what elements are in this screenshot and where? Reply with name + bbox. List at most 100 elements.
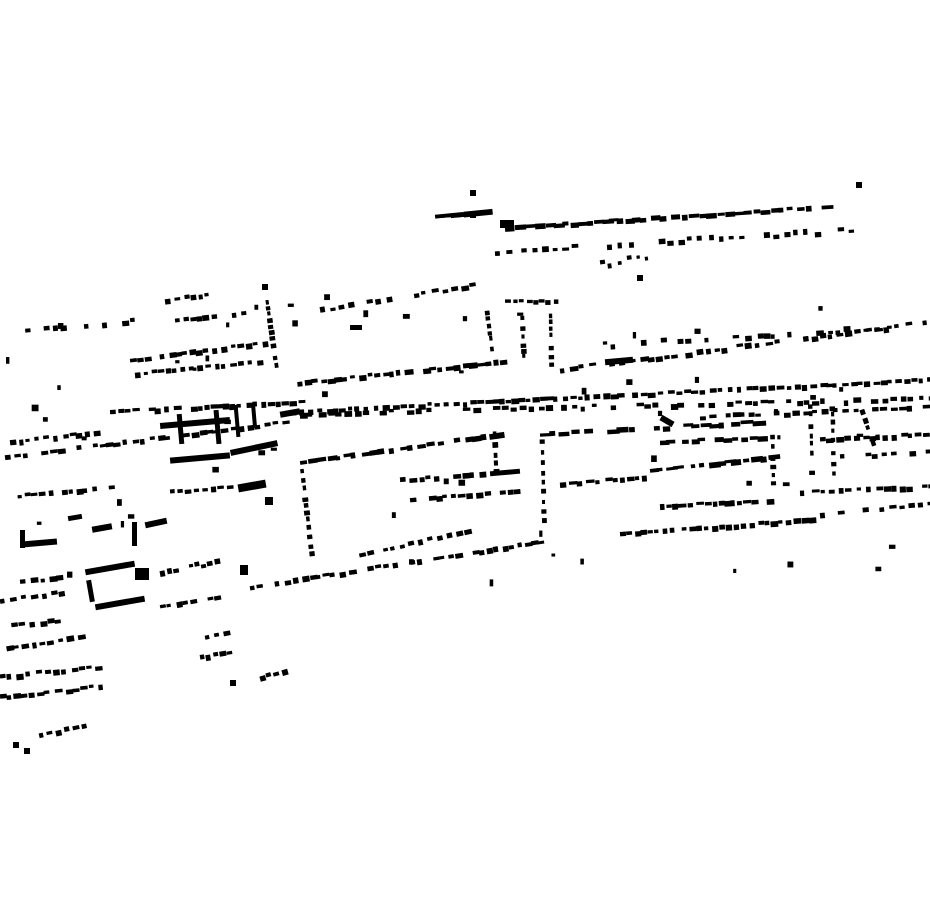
- building: [166, 603, 171, 608]
- building: [657, 410, 663, 417]
- building: [856, 381, 863, 386]
- building: [677, 402, 685, 408]
- building: [685, 338, 692, 344]
- building: [159, 353, 165, 360]
- building: [681, 527, 687, 531]
- building: [247, 424, 255, 431]
- building: [865, 486, 871, 493]
- building: [723, 438, 733, 443]
- building: [541, 479, 546, 485]
- building: [771, 207, 780, 213]
- building: [212, 466, 219, 473]
- building: [839, 453, 845, 459]
- building: [321, 379, 328, 384]
- building: [322, 391, 328, 398]
- building: [409, 477, 418, 483]
- building: [736, 500, 742, 506]
- building: [453, 364, 461, 372]
- building: [640, 529, 648, 536]
- building: [700, 422, 712, 428]
- building: [266, 317, 274, 324]
- building: [300, 468, 305, 474]
- building: [513, 299, 518, 304]
- building: [46, 640, 55, 646]
- building: [500, 220, 514, 228]
- building: [402, 313, 410, 319]
- building: [610, 344, 616, 350]
- building: [570, 222, 580, 229]
- building: [890, 407, 898, 412]
- building: [386, 296, 393, 303]
- building: [875, 566, 882, 572]
- building: [188, 366, 194, 371]
- building: [891, 485, 897, 492]
- building: [201, 314, 210, 322]
- building: [63, 434, 69, 439]
- building: [683, 423, 694, 427]
- building: [367, 372, 373, 377]
- building: [742, 499, 752, 504]
- building: [770, 434, 775, 440]
- building: [880, 380, 888, 386]
- building: [190, 406, 199, 412]
- building: [353, 406, 360, 412]
- building: [811, 401, 820, 406]
- building: [911, 377, 918, 382]
- building: [478, 549, 485, 556]
- building: [66, 635, 75, 643]
- building: [329, 572, 335, 578]
- building: [67, 513, 83, 522]
- building: [120, 520, 125, 528]
- building: [257, 360, 264, 366]
- building: [848, 229, 855, 233]
- building: [539, 530, 543, 537]
- building: [175, 351, 183, 357]
- building: [400, 446, 408, 451]
- building: [134, 372, 141, 379]
- building: [58, 638, 64, 643]
- building: [148, 407, 157, 412]
- building: [5, 357, 10, 364]
- building: [281, 401, 290, 406]
- building: [883, 486, 892, 492]
- building: [433, 476, 440, 482]
- building: [462, 472, 471, 479]
- building: [226, 322, 230, 328]
- building: [506, 249, 513, 255]
- building: [171, 368, 177, 374]
- building: [205, 654, 211, 662]
- building: [787, 331, 792, 338]
- building: [801, 517, 810, 524]
- building: [350, 452, 356, 459]
- building: [922, 320, 927, 326]
- building: [240, 565, 248, 575]
- building: [42, 435, 50, 440]
- building: [770, 481, 777, 486]
- building: [272, 420, 279, 425]
- building: [211, 347, 218, 355]
- building: [480, 433, 487, 441]
- building: [497, 431, 505, 439]
- building: [450, 493, 456, 499]
- building: [870, 399, 879, 404]
- building: [742, 458, 750, 463]
- building: [349, 375, 355, 379]
- building: [606, 244, 613, 251]
- building: [75, 432, 83, 439]
- building: [551, 553, 556, 557]
- building: [265, 299, 270, 305]
- building: [204, 292, 209, 297]
- building: [662, 426, 671, 432]
- building: [389, 546, 395, 551]
- building: [292, 577, 299, 585]
- building: [205, 355, 210, 362]
- building: [20, 594, 27, 600]
- building: [820, 489, 825, 494]
- building: [809, 517, 817, 524]
- building: [226, 650, 233, 655]
- building: [101, 322, 108, 329]
- building: [49, 449, 59, 454]
- building: [453, 437, 461, 443]
- building: [792, 410, 801, 416]
- building: [770, 464, 777, 470]
